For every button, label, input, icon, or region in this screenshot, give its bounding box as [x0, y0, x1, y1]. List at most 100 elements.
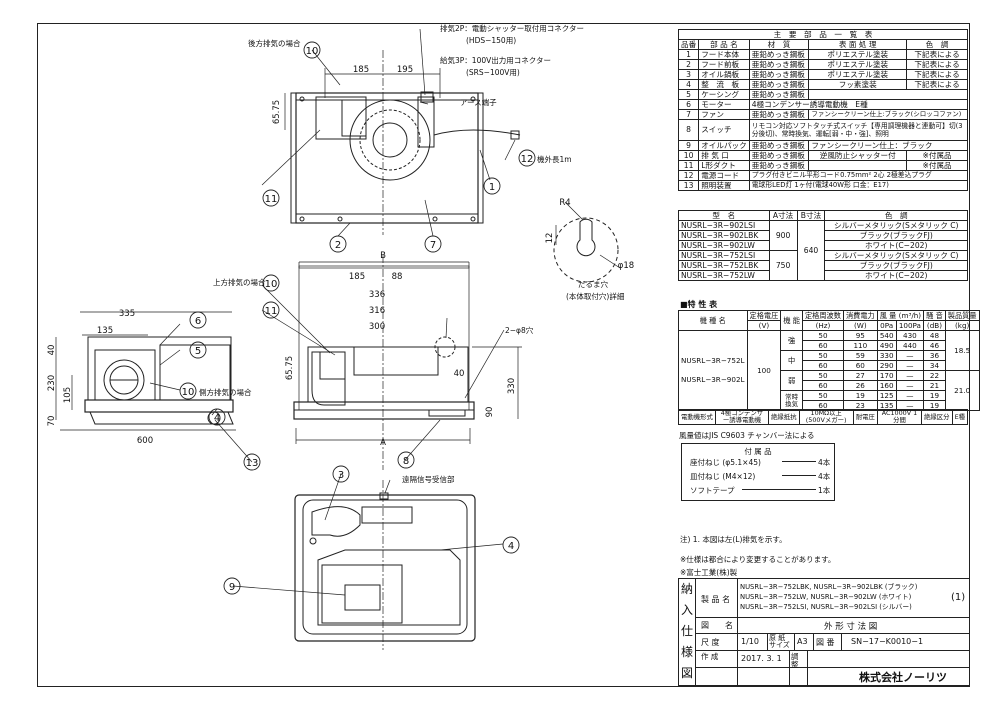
- cell: 電球形LED灯 1ヶ付(電球40W形 口金：E17): [748, 180, 969, 191]
- cell: ホワイト(C−202): [824, 240, 968, 251]
- cell: 100: [746, 330, 782, 411]
- cell: NUSRL−3R−902LBK: [678, 230, 770, 241]
- company-logo: 株式会社ノーリツ: [859, 671, 947, 684]
- spec-header: (W): [842, 320, 878, 331]
- model-header: 型 名: [678, 210, 770, 221]
- cell: 電動機形式: [678, 408, 716, 426]
- label-hole-detail: (本体取付穴)詳細: [566, 291, 624, 301]
- spec-title: ■特 性 表: [680, 300, 718, 309]
- cell: ホワイト(C−202): [824, 270, 968, 281]
- cell: 540: [876, 330, 897, 341]
- cell: 10MΩ以上(500Vメガー): [798, 408, 854, 426]
- note-1: 注) 1. 本図は左(L)排気を示す。: [680, 535, 787, 544]
- dim-12: 12: [545, 233, 555, 244]
- cell: 9: [677, 140, 700, 151]
- spec-footnote: 風量値はJIS C9603 チャンバー法による: [679, 431, 815, 440]
- spec-header: (Hz): [801, 320, 844, 331]
- made-label: 作 成: [701, 652, 719, 661]
- spec-header: (kg): [944, 320, 980, 331]
- cell: 亜鉛めっき鋼板: [748, 89, 810, 100]
- cell: ブラック(ブラックFJ): [824, 230, 968, 241]
- cell: 4極コンデンサー誘導電動機 E種: [748, 99, 969, 110]
- accessory-qty: 4本: [818, 458, 831, 467]
- technical-drawing: 10 12 1 11 2 7 10 11 6 5 10 4 13 8 3 4 9…: [47, 23, 634, 650]
- cell: 50: [801, 330, 844, 341]
- label-cord-length: 機外長1m: [537, 154, 572, 164]
- dim-phi18: φ18: [618, 261, 634, 271]
- cell: モーター: [698, 99, 750, 110]
- cell: プラグ付きビニル平形コード0.75mm² 2心 2極差込プラグ: [748, 170, 969, 181]
- dim-B: B: [380, 251, 386, 261]
- spec-table: 機 種 名 定格電圧 機 能 定格周波数 消費電力 風 量 (m³/h) 騒 音…: [678, 310, 980, 411]
- accessory-item: ソフトテープ: [690, 486, 735, 495]
- cell: 11: [677, 160, 700, 171]
- cell: 亜鉛めっき鋼板: [748, 69, 810, 80]
- cell: 290: [876, 360, 897, 371]
- stamp-column: 納入仕様図: [679, 579, 696, 685]
- front-view: [293, 255, 522, 470]
- parts-header: 表 面 処 理: [808, 39, 908, 50]
- cell: フード本体: [698, 49, 750, 60]
- cell: AC1000V 1分間: [876, 408, 923, 426]
- cell: 8: [677, 119, 700, 141]
- dim-335: 335: [119, 309, 135, 319]
- cell: 2: [677, 59, 700, 70]
- dim-336: 336: [369, 290, 385, 300]
- cell: 絶縁区分: [921, 408, 953, 426]
- cell: 36: [923, 350, 946, 361]
- balloon-11: 11: [265, 194, 278, 205]
- cell: 430: [895, 330, 925, 341]
- dim-316: 316: [369, 306, 385, 316]
- cell: 46: [923, 340, 946, 351]
- cell: 900: [768, 220, 798, 251]
- cell: 6: [677, 99, 700, 110]
- cell: 1: [677, 49, 700, 60]
- cell: —: [895, 360, 925, 371]
- cell: オイル鍋板: [698, 69, 750, 80]
- balloon-9: 9: [229, 582, 235, 593]
- balloon-5: 5: [195, 346, 201, 357]
- cell: 照明装置: [698, 180, 750, 191]
- cell: ファン: [698, 109, 750, 120]
- check-label: 調 整: [791, 652, 799, 669]
- cell: 21: [923, 380, 946, 391]
- parts-header: 材 質: [748, 39, 810, 50]
- label-holes-note: 2−φ8穴: [505, 325, 534, 335]
- parts-table: 主 要 部 品 一 覧 表 品番 部 品 名 材 質 表 面 処 理 色 調 1…: [677, 29, 969, 191]
- cell: 48: [923, 330, 946, 341]
- cell: 50: [801, 390, 844, 401]
- product-lines: NUSRL−3R−752LBK, NUSRL−3R−902LBK (ブラック) …: [740, 582, 917, 612]
- spec-header: 風 量 (m³/h): [876, 310, 925, 321]
- made-date: 2017. 3. 1: [741, 654, 782, 663]
- cell: 18.5: [944, 330, 980, 371]
- cell: 亜鉛めっき鋼板: [748, 59, 810, 70]
- dim-70: 70: [47, 416, 57, 427]
- balloon-8: 8: [403, 456, 409, 467]
- product-label: 製 品 名: [701, 595, 731, 604]
- label-srs: (SRS−100V用): [466, 68, 520, 77]
- cell: 26: [842, 380, 878, 391]
- cell: 95: [842, 330, 878, 341]
- cell: シルバーメタリック(Sメタリック C): [824, 220, 968, 231]
- keyhole-detail: [553, 201, 621, 283]
- spec-header: 製品質量: [944, 310, 980, 321]
- number-label: 図 番: [816, 638, 835, 647]
- cell: 強: [780, 330, 803, 351]
- cell: 常時換気: [780, 390, 803, 411]
- cell: 490: [876, 340, 897, 351]
- cell: —: [895, 370, 925, 381]
- spec-header: 機 種 名: [678, 310, 748, 331]
- balloon-6: 6: [195, 316, 201, 327]
- product-line: NUSRL−3R−752LBK, NUSRL−3R−902LBK (ブラック): [740, 583, 918, 591]
- cell: 亜鉛めっき鋼板: [748, 160, 810, 171]
- paper-size: A3: [797, 637, 808, 646]
- parts-table-title: 主 要 部 品 一 覧 表: [678, 29, 968, 40]
